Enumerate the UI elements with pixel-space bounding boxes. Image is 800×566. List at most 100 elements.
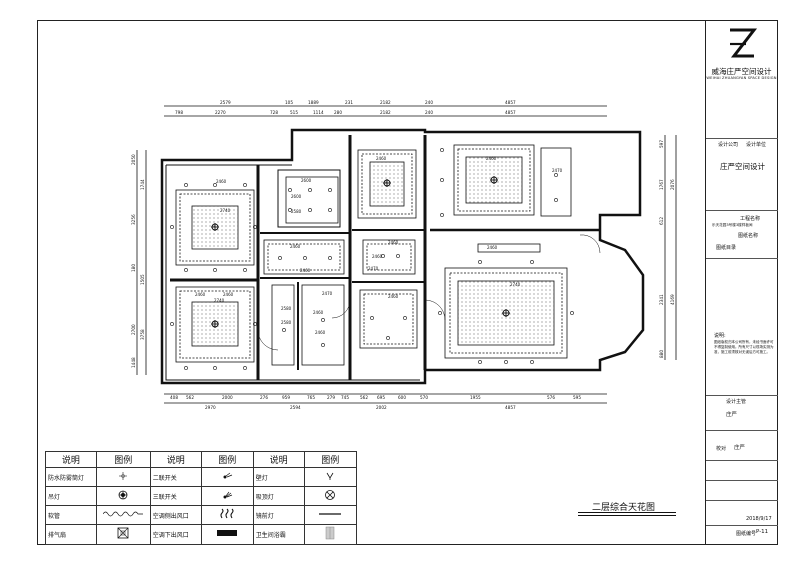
svg-text:2470: 2470 bbox=[552, 168, 563, 173]
svg-text:1114: 1114 bbox=[313, 110, 324, 115]
legend-header: 图例 bbox=[303, 450, 358, 469]
svg-text:2740: 2740 bbox=[220, 208, 231, 213]
svg-text:2460: 2460 bbox=[376, 156, 387, 161]
svg-text:3256: 3256 bbox=[131, 214, 136, 225]
legend-label: 吸顶灯 bbox=[252, 486, 305, 507]
svg-text:2460: 2460 bbox=[223, 292, 234, 297]
tb-row bbox=[706, 210, 778, 211]
svg-text:105: 105 bbox=[285, 100, 293, 105]
svg-text:2002: 2002 bbox=[376, 405, 387, 410]
svg-text:576: 576 bbox=[547, 395, 555, 400]
svg-text:2050: 2050 bbox=[131, 154, 136, 165]
svg-text:2076: 2076 bbox=[670, 179, 675, 190]
svg-text:4857: 4857 bbox=[505, 110, 516, 115]
svg-text:2460: 2460 bbox=[195, 292, 206, 297]
svg-text:562: 562 bbox=[186, 395, 194, 400]
tb-row bbox=[706, 430, 778, 431]
brand-name-en: WEIHAI ZHUANGYAN SPACE DESIGN bbox=[706, 76, 777, 80]
legend-table: 说明 图例 说明 图例 说明 图例 防水防雾筒灯 二联开关 壁灯 吊灯 三联开关… bbox=[45, 450, 358, 546]
tb-designer-label: 设计主管 bbox=[726, 399, 747, 405]
waterproof-downlight-icon bbox=[95, 467, 151, 488]
svg-text:2341: 2341 bbox=[659, 294, 664, 305]
tb-company: 庄严空间设计 bbox=[720, 162, 765, 171]
drawing-frame bbox=[37, 20, 778, 545]
svg-text:2740: 2740 bbox=[510, 282, 521, 287]
tb-designer: 庄严 bbox=[726, 412, 738, 418]
wall-lamp-icon bbox=[303, 467, 358, 488]
tb-row bbox=[706, 480, 778, 481]
svg-text:4169: 4169 bbox=[670, 294, 675, 305]
legend-header: 说明 bbox=[252, 450, 305, 469]
svg-text:600: 600 bbox=[398, 395, 406, 400]
legend-label: 吊灯 bbox=[45, 486, 97, 507]
tb-row bbox=[706, 138, 778, 139]
tb-drawing: 图纸目录 bbox=[716, 245, 737, 251]
svg-text:1448: 1448 bbox=[131, 357, 136, 368]
legend-label: 防水防雾筒灯 bbox=[45, 467, 97, 488]
svg-text:3758: 3758 bbox=[140, 329, 145, 340]
svg-text:2270: 2270 bbox=[215, 110, 226, 115]
legend-label: 二联开关 bbox=[149, 467, 202, 488]
legend-header: 图例 bbox=[200, 450, 254, 469]
drawing-title: 二层综合天花图 bbox=[592, 503, 656, 513]
svg-text:240: 240 bbox=[425, 110, 433, 115]
svg-text:2460: 2460 bbox=[486, 156, 497, 161]
legend-header: 说明 bbox=[149, 450, 202, 469]
svg-text:880: 880 bbox=[659, 350, 664, 358]
svg-text:745: 745 bbox=[341, 395, 349, 400]
svg-text:280: 280 bbox=[334, 110, 342, 115]
svg-text:2470: 2470 bbox=[322, 291, 333, 296]
svg-text:1744: 1744 bbox=[140, 179, 145, 190]
exhaust-fan-icon bbox=[95, 523, 151, 546]
svg-text:695: 695 bbox=[377, 395, 385, 400]
svg-text:728: 728 bbox=[270, 110, 278, 115]
svg-text:276: 276 bbox=[260, 395, 268, 400]
tb-project: 乐天花园3号楼3楼样板间 bbox=[712, 223, 753, 227]
svg-text:1505: 1505 bbox=[140, 274, 145, 285]
svg-text:2700: 2700 bbox=[131, 324, 136, 335]
tb-project-label: 工程名称 bbox=[740, 216, 761, 222]
tb-row bbox=[706, 460, 778, 461]
title-block: 设计公司 设计单位 庄严空间设计 工程名称 乐天花园3号楼3楼样板间 图纸名称 … bbox=[705, 20, 778, 545]
svg-text:2600: 2600 bbox=[291, 194, 302, 199]
svg-text:562: 562 bbox=[360, 395, 368, 400]
tb-notes: 图纸版权归本公司所有，未经书面许可不得复制使用。所有尺寸以现场实测为准，施工前须… bbox=[714, 340, 774, 354]
svg-text:180: 180 bbox=[131, 264, 136, 272]
svg-text:595: 595 bbox=[573, 395, 581, 400]
tb-sheet-label: 图纸编号 bbox=[736, 531, 757, 537]
svg-text:2000: 2000 bbox=[222, 395, 233, 400]
hose-icon bbox=[95, 505, 151, 525]
svg-text:2460: 2460 bbox=[388, 294, 399, 299]
dim-top1-0: 2579 bbox=[220, 100, 231, 105]
svg-text:1767: 1767 bbox=[659, 179, 664, 190]
legend-label: 三联开关 bbox=[149, 486, 202, 507]
svg-text:2182: 2182 bbox=[380, 100, 391, 105]
tb-row bbox=[706, 500, 778, 501]
svg-text:570: 570 bbox=[420, 395, 428, 400]
triple-switch-icon bbox=[200, 486, 254, 507]
legend-header: 说明 bbox=[45, 450, 97, 469]
bath-heater-icon bbox=[303, 523, 358, 546]
legend-label: 壁灯 bbox=[252, 467, 305, 488]
svg-text:798: 798 bbox=[175, 110, 183, 115]
side-air-outlet-icon bbox=[200, 505, 254, 525]
svg-text:2460: 2460 bbox=[372, 254, 383, 259]
tb-date: 2018/9/17 bbox=[746, 516, 772, 522]
svg-text:2594: 2594 bbox=[290, 405, 301, 410]
svg-text:2182: 2182 bbox=[380, 110, 391, 115]
svg-text:2460: 2460 bbox=[290, 244, 301, 249]
tb-row bbox=[706, 395, 778, 396]
brand-name: 威海庄严空间设计 bbox=[711, 67, 772, 76]
svg-text:597: 597 bbox=[659, 140, 664, 148]
svg-text:959: 959 bbox=[282, 395, 290, 400]
down-air-outlet-icon bbox=[200, 523, 254, 546]
svg-text:2460: 2460 bbox=[300, 268, 311, 273]
title-underline bbox=[578, 512, 676, 513]
tb-row bbox=[706, 525, 778, 526]
tb-sheet: P-11 bbox=[756, 529, 769, 535]
mirror-light-icon bbox=[303, 505, 358, 525]
legend-header: 图例 bbox=[95, 450, 151, 469]
tb-checker: 庄严 bbox=[734, 445, 746, 451]
legend-label: 软管 bbox=[45, 505, 97, 525]
